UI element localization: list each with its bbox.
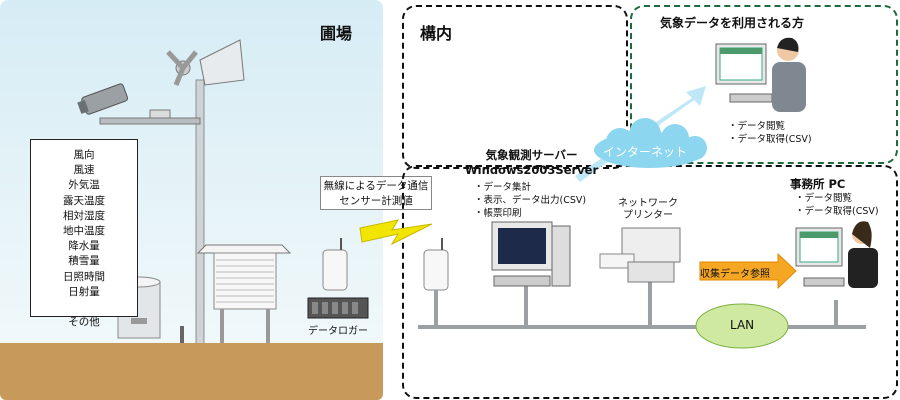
office-pc-icon	[795, 227, 845, 287]
campus-region-top	[402, 5, 628, 169]
instrument-shelter-icon	[196, 244, 292, 345]
users-features: ・データ閲覧 ・データ取得(CSV)	[728, 120, 812, 146]
users-region	[630, 5, 898, 164]
sensor-list: 風向 風速 外気温 露天温度 相対湿度 地中温度 降水量 積雪量 日照時間 日射…	[30, 139, 138, 328]
user-person-icon	[772, 37, 806, 112]
office-feature-item: ・データ取得(CSV)	[795, 206, 879, 217]
sensor-item: 相対湿度	[63, 209, 105, 222]
office-feature-item: ・データ閲覧	[795, 193, 853, 204]
server-feature-item: ・帳票印刷	[474, 208, 522, 219]
data-logger-icon	[307, 297, 369, 319]
collect-arrow-icon	[699, 252, 797, 290]
server-features: ・データ集計 ・表示、データ出力(CSV) ・帳票印刷	[474, 181, 586, 220]
camera-icon	[77, 83, 129, 115]
internet-cloud-icon	[594, 118, 707, 168]
office-user-icon	[848, 221, 878, 288]
sensor-item: 風向	[73, 149, 95, 161]
server-pc-icon	[491, 221, 571, 287]
users-feature-item: ・データ閲覧	[728, 121, 786, 132]
collect-label: 収集データ参照	[700, 269, 770, 280]
sensor-item: 日照時間	[63, 270, 105, 283]
ground	[0, 343, 383, 400]
campus-wireless-unit-icon	[423, 238, 449, 291]
wireless-label: 無線によるデータ通信 センサー計測値	[320, 176, 432, 210]
printer-title: ネットワーク プリンター	[612, 198, 684, 222]
wireless-label-line2: センサー計測値	[339, 195, 413, 207]
server-title-line2: Windows2003Server	[465, 163, 599, 177]
pyranometer-icon	[149, 109, 171, 119]
sensor-item: 降水量	[68, 240, 100, 253]
sensor-item: 露天温度	[63, 194, 105, 207]
users-feature-item: ・データ取得(CSV)	[728, 134, 812, 145]
campus-title: 構内	[420, 24, 453, 43]
users-title: 気象データを利用される方	[660, 16, 805, 30]
sensor-item: 外気温	[68, 179, 100, 192]
user-pc-icon	[715, 43, 773, 103]
field-illustration	[77, 39, 369, 356]
sensor-item: 風速	[73, 164, 95, 177]
printer-title-line2: プリンター	[623, 210, 673, 221]
server-feature-item: ・表示、データ出力(CSV)	[474, 195, 587, 206]
internet-label: インターネット	[603, 145, 688, 159]
lan-ellipse	[695, 303, 789, 349]
soil-sensor-icon	[180, 326, 184, 356]
lan-label: LAN	[730, 318, 755, 332]
server-title-line1: 気象観測サーバー	[485, 148, 578, 162]
lan-line	[418, 325, 866, 329]
sensor-item: その他	[68, 316, 100, 329]
lightning-icon	[359, 219, 433, 246]
office-title: 事務所 PC	[790, 177, 846, 191]
data-logger-label: データロガー	[308, 326, 368, 337]
sensor-item: 日射量	[68, 285, 100, 298]
printer-title-line1: ネットワーク	[618, 198, 678, 209]
field-title: 圃場	[320, 24, 353, 43]
sensor-item: 地中温度	[63, 224, 105, 237]
network-printer-icon	[599, 227, 681, 283]
field-wireless-unit-icon	[322, 238, 348, 291]
server-title: 気象観測サーバー Windows2003Server	[465, 148, 598, 178]
sensor-item: 積雪量	[68, 255, 100, 268]
server-feature-item: ・データ集計	[474, 182, 532, 193]
anemometer-icon	[166, 39, 245, 86]
office-features: ・データ閲覧 ・データ取得(CSV)	[795, 192, 879, 218]
